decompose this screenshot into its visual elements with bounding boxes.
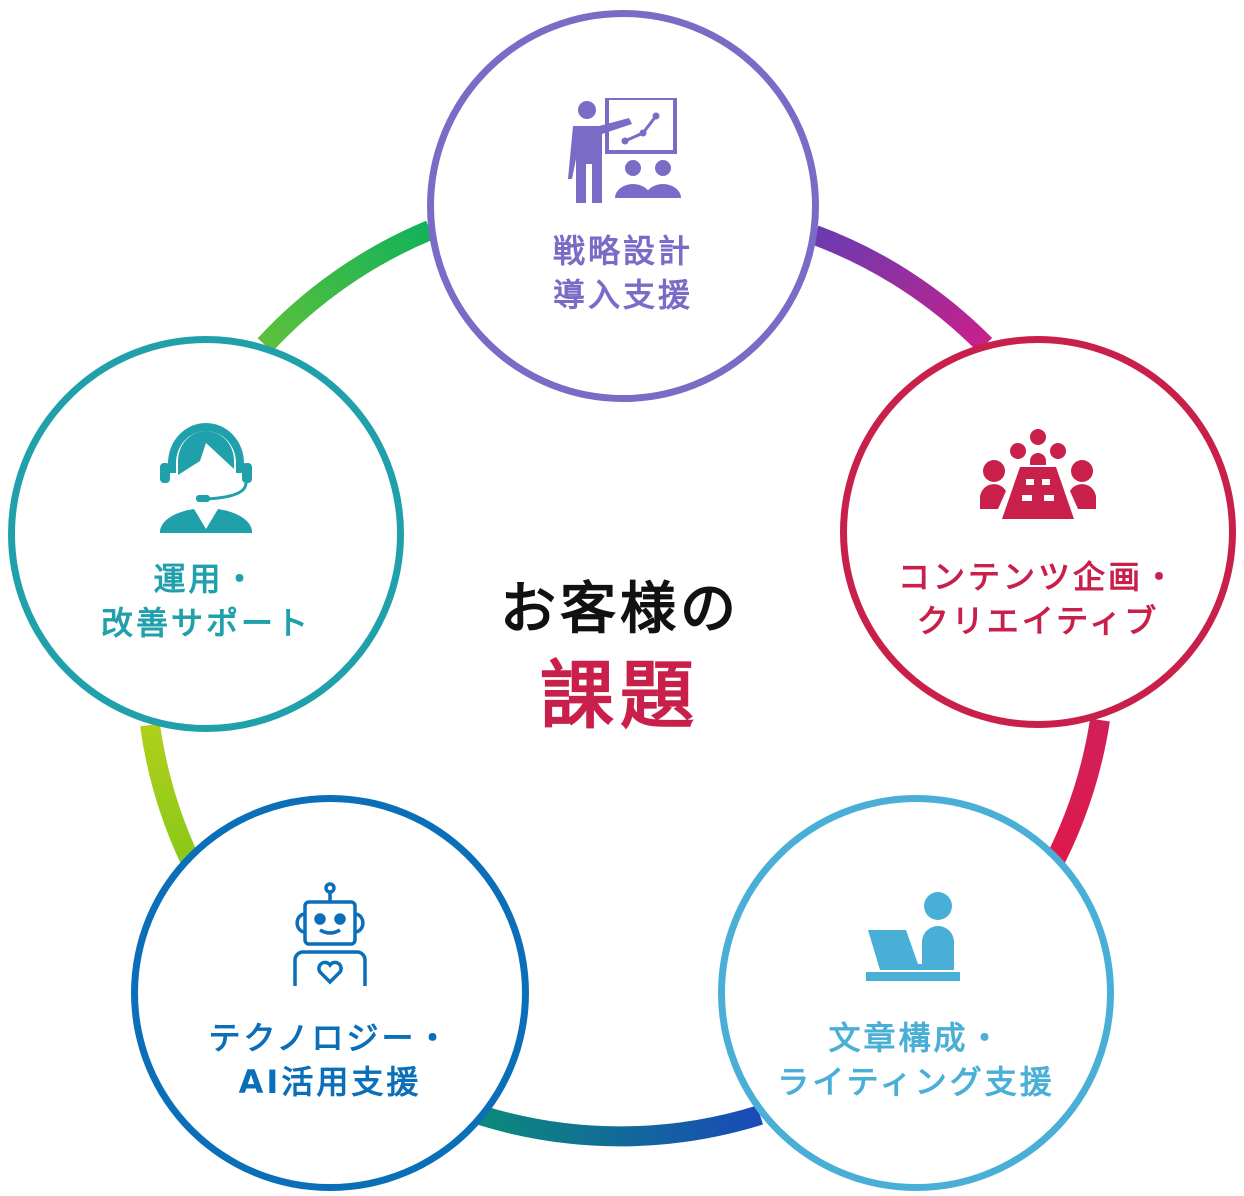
node-operation-label: 運用・ 改善サポート [101,557,311,645]
center-title: お客様の 課題 [440,575,800,741]
center-title-line-2: 課題 [540,653,700,739]
label-line-2: 改善サポート [100,604,311,642]
center-title-line-1: お客様の [500,577,740,642]
ring-segment-bottom [477,1105,763,1147]
node-strategy: 戦略設計 導入支援 [427,10,819,402]
node-writing-label: 文章構成・ ライティング支援 [777,1016,1054,1104]
label-line-1: 戦略設計 [552,232,693,270]
label-line-1: テクノロジー・ [208,1019,452,1057]
meeting-table-icon [978,421,1098,531]
node-technology-label: テクノロジー・ AI活用支援 [208,1016,451,1104]
node-content: コンテンツ企画・ クリエイティブ [840,336,1236,728]
presentation-icon [563,95,683,205]
ring-segment-top-right [811,225,993,353]
label-line-1: 文章構成・ [828,1019,1004,1057]
label-line-2: 導入支援 [552,276,693,314]
node-technology: テクノロジー・ AI活用支援 [131,795,529,1191]
label-line-2: クリエイティブ [916,602,1160,640]
node-strategy-label: 戦略設計 導入支援 [553,229,693,317]
ring-segment-left [140,723,200,865]
label-line-1: コンテンツ企画・ [897,558,1178,596]
headset-operator-icon [146,422,266,533]
ring-segment-right [1041,718,1110,875]
robot-icon [270,882,390,992]
label-line-2: AI活用支援 [238,1063,422,1101]
node-operation: 運用・ 改善サポート [8,336,404,732]
node-content-label: コンテンツ企画・ クリエイティブ [898,555,1178,643]
node-writing: 文章構成・ ライティング支援 [718,795,1114,1191]
ring-segment-top-left [257,220,434,352]
label-line-1: 運用・ [153,560,259,598]
label-line-2: ライティング支援 [777,1063,1055,1101]
laptop-worker-icon [856,882,976,992]
